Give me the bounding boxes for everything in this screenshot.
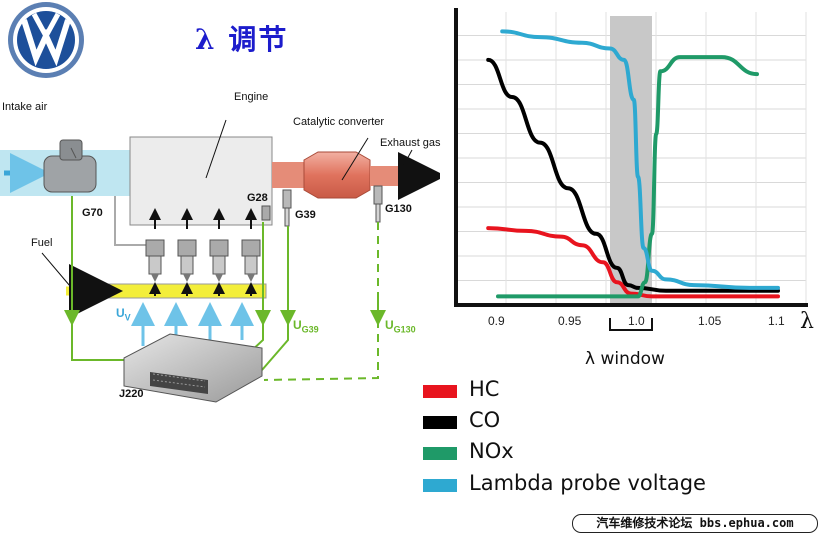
lambda-emissions-chart (454, 8, 808, 331)
exhaust-pipe (272, 162, 304, 188)
g130-label: G130 (385, 203, 412, 215)
x-axis-label: λ (800, 309, 814, 334)
catalytic-converter-label: Catalytic converter (293, 116, 385, 128)
x-tick-label: 1.1 (768, 314, 785, 328)
lambda-probe-g130 (373, 185, 383, 223)
fuel-label: Fuel (31, 237, 53, 249)
vw-logo-icon (8, 2, 84, 78)
fuel-rail-arrows (149, 282, 257, 296)
g70-label: G70 (82, 207, 103, 219)
g28-label: G28 (247, 192, 268, 204)
fuel-injectors (145, 239, 261, 282)
x-tick-label: 1.05 (698, 314, 722, 328)
engine-schematic (0, 2, 440, 403)
lambda-window-label: λ window (585, 349, 665, 369)
j220-label: J220 (119, 388, 144, 400)
lambda-probe-g39 (282, 189, 292, 227)
series-line-co (486, 57, 780, 293)
intake-air-label: Intake air (2, 101, 48, 113)
ug39-signal-label: UG39 (293, 318, 319, 335)
ecu-j220 (123, 333, 263, 403)
engine-label: Engine (234, 91, 269, 103)
engine-block (129, 136, 273, 226)
x-tick-label: 0.95 (558, 314, 582, 328)
legend-swatch (423, 385, 457, 398)
ug130-signal-label: UG130 (385, 318, 416, 335)
legend-swatch (423, 447, 457, 460)
uv-signal-label: UV (116, 306, 131, 323)
lambda-window-bracket (609, 318, 653, 331)
lambda-window-band (610, 16, 652, 305)
engine-speed-sensor-g28 (261, 205, 271, 221)
combustion-arrows (149, 208, 257, 229)
series-line-nox (496, 55, 759, 299)
watermark: 汽车维修技术论坛 bbs.ephua.com (572, 514, 818, 533)
x-tick-label: 1.0 (628, 314, 645, 328)
air-mass-meter-g70 (43, 139, 97, 193)
x-tick-label: 0.9 (488, 314, 505, 328)
page-title: λ 调节 (195, 23, 289, 56)
series-line-lambda-probe-voltage (500, 29, 780, 290)
legend-swatch (423, 416, 457, 429)
g39-label: G39 (295, 209, 316, 221)
chart-axes (454, 8, 808, 307)
series-line-hc (486, 226, 780, 299)
exhaust-gas-label: Exhaust gas (380, 137, 441, 149)
catalytic-converter (303, 151, 371, 199)
legend-swatch (423, 479, 457, 492)
